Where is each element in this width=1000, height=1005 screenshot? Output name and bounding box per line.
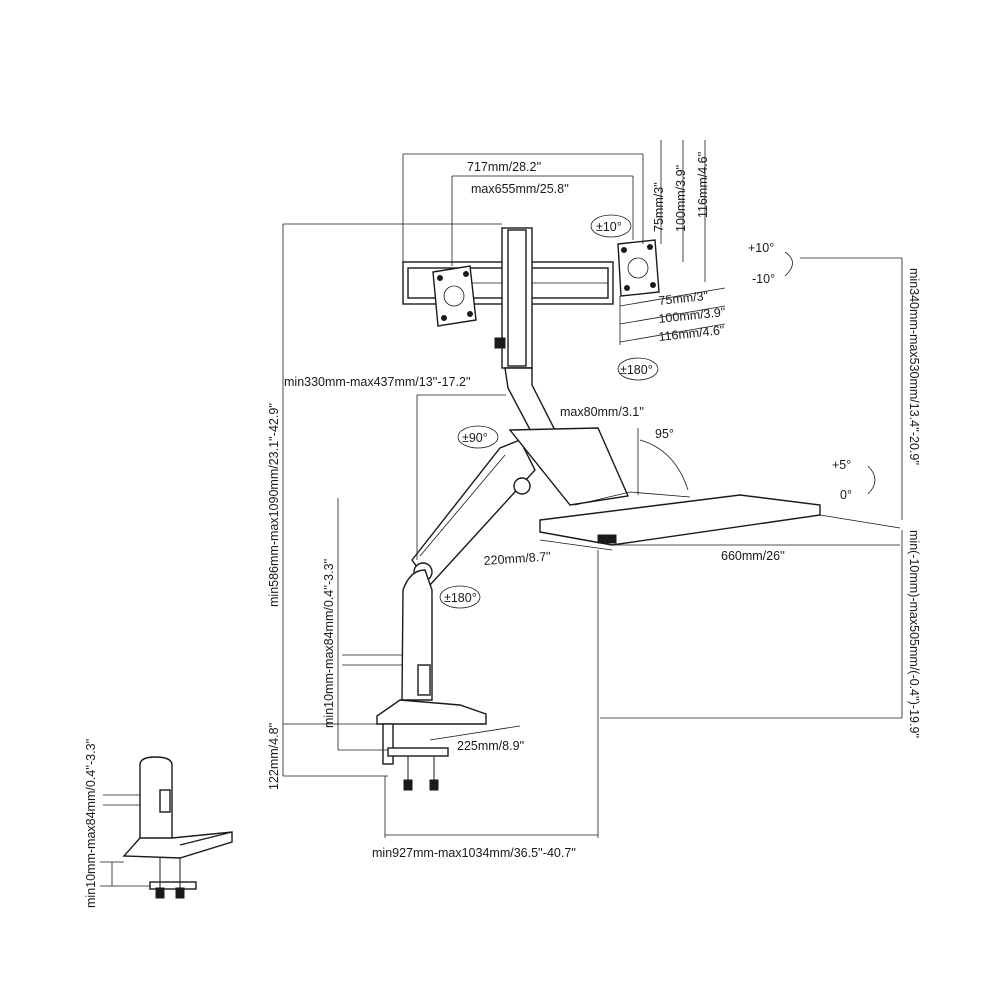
base-rotation-label: ±180° bbox=[444, 591, 477, 605]
total-reach-label: min927mm-max1034mm/36.5''-40.7'' bbox=[372, 846, 576, 860]
arm-reach-label: min330mm-max437mm/13''-17.2'' bbox=[284, 375, 471, 389]
overall-width-label: 717mm/28.2'' bbox=[467, 160, 541, 174]
tilt-up-label: +10° bbox=[748, 241, 774, 255]
tray-tilt-up-label: +5° bbox=[832, 458, 851, 472]
clamp-detail-view bbox=[100, 756, 233, 899]
vesa-plate-right bbox=[617, 239, 660, 297]
vesa-h-75-label: 75mm/3'' bbox=[658, 289, 709, 308]
vesa-v-100-label: 100mm/3.9'' bbox=[674, 165, 688, 232]
vesa-h-116-label: 116mm/4.6'' bbox=[658, 323, 725, 344]
tray-angle-label: 95° bbox=[655, 427, 674, 441]
monitor-height-range-label: min340mm-max530mm/13.4''-20.9'' bbox=[907, 268, 921, 465]
base-height-label: 122mm/4.8'' bbox=[267, 723, 281, 790]
desk-clamp bbox=[387, 747, 449, 791]
monitor-swivel-label: ±180° bbox=[620, 363, 653, 377]
monitor-tilt-left-label: ±10° bbox=[596, 220, 622, 234]
dual-monitor-crossbar bbox=[402, 227, 614, 369]
base-depth-label: 225mm/8.9'' bbox=[457, 739, 524, 753]
desk-clamp-range-label: min10mm-max84mm/0.4''-3.3'' bbox=[322, 559, 336, 728]
arm-rotation-label: ±90° bbox=[462, 431, 488, 445]
tray-width-label: 660mm/26'' bbox=[721, 549, 785, 563]
dimension-lines bbox=[282, 140, 903, 838]
overall-height-label: min586mm-max1090mm/23.1''-42.9'' bbox=[267, 403, 281, 607]
vesa-h-100-label: 100mm/3.9'' bbox=[658, 305, 726, 326]
tilt-down-label: -10° bbox=[752, 272, 775, 286]
vesa-v-116-label: 116mm/4.6'' bbox=[696, 152, 710, 218]
vesa-plate-left bbox=[432, 265, 477, 327]
max-vesa-span-label: max655mm/25.8'' bbox=[471, 182, 569, 196]
tray-tilt-zero-label: 0° bbox=[840, 488, 852, 502]
arm-column bbox=[342, 569, 433, 701]
rotation-indicators bbox=[439, 214, 876, 609]
keyboard-tray bbox=[508, 427, 821, 546]
tray-depth-label: 220mm/8.7'' bbox=[483, 549, 551, 568]
tray-height-range-label: min(-10mm)-max505mm/(-0.4'')-19.9'' bbox=[907, 530, 921, 738]
detail-clamp-range-label: min10mm-max84mm/0.4''-3.3'' bbox=[84, 739, 98, 908]
vesa-v-75-label: 75mm/3'' bbox=[652, 182, 666, 232]
keyboard-offset-label: max80mm/3.1'' bbox=[560, 405, 644, 419]
